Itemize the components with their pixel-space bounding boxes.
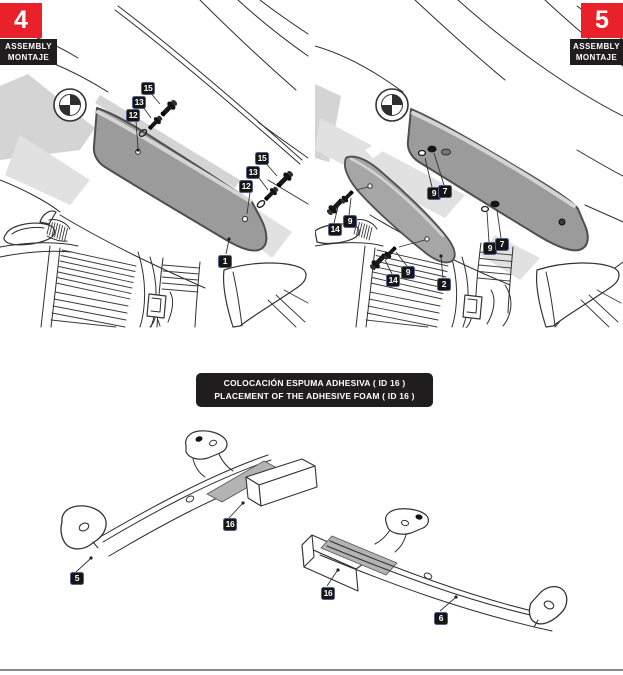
brand-roundel-icon — [53, 88, 87, 122]
callout-13: 13 — [246, 166, 260, 179]
mirror-drawing — [315, 219, 384, 247]
foam-section-banner: COLOCACIÓN ESPUMA ADHESIVA ( ID 16 ) PLA… — [196, 373, 433, 407]
callout-9: 9 — [343, 215, 357, 228]
leader-lines — [333, 152, 502, 279]
screen-trim-line — [114, 5, 303, 165]
assembly-label: ASSEMBLY MONTAJE — [0, 39, 57, 65]
callout-13: 13 — [132, 96, 146, 109]
step-number-badge: 5 — [581, 3, 623, 38]
banner-line-es: COLOCACIÓN ESPUMA ADHESIVA ( ID 16 ) — [223, 378, 406, 388]
deflector-part — [92, 107, 268, 252]
fender-drawing — [222, 262, 309, 328]
callout-7: 7 — [438, 185, 452, 198]
foam-strip — [320, 535, 398, 576]
fork-drawing — [146, 257, 201, 328]
brand-roundel-icon — [375, 88, 409, 122]
leader-lines — [135, 89, 278, 255]
callout-15: 15 — [255, 152, 269, 165]
callout-1: 1 — [218, 255, 232, 268]
foam-block-drawing — [245, 458, 318, 507]
assembly-label: ASSEMBLY MONTAJE — [570, 39, 623, 65]
callout-16: 16 — [223, 518, 237, 531]
callout-15: 15 — [141, 82, 155, 95]
callout-2: 2 — [437, 278, 451, 291]
assembly-label-en: ASSEMBLY — [5, 42, 52, 51]
bracket-left-drawing — [60, 430, 318, 573]
callout-5: 5 — [70, 572, 84, 585]
step-number-badge: 4 — [0, 3, 42, 38]
panel-step-4: 4 ASSEMBLY MONTAJE 15 13 12 15 13 12 1 — [0, 0, 310, 328]
grille-drawing — [40, 245, 157, 328]
panel-step-5: 5 ASSEMBLY MONTAJE 9 7 9 7 14 9 14 9 2 — [315, 0, 623, 328]
callout-12: 12 — [126, 109, 140, 122]
callout-12: 12 — [239, 180, 253, 193]
callout-16: 16 — [321, 587, 335, 600]
assembly-label-en: ASSEMBLY — [573, 42, 620, 51]
bracket-right-drawing — [301, 508, 568, 632]
callout-14: 14 — [386, 274, 400, 287]
screw-icon — [324, 188, 356, 218]
side-deflector-part — [344, 155, 456, 264]
assembly-label-es: MONTAJE — [7, 53, 50, 62]
foam-placement-illustration — [60, 430, 568, 632]
step-4-illustration — [0, 0, 309, 328]
mirror-drawing — [3, 210, 71, 246]
assembly-label-es: MONTAJE — [575, 53, 618, 62]
callout-14: 14 — [328, 223, 342, 236]
fender-drawing — [535, 262, 622, 328]
callout-7: 7 — [495, 238, 509, 251]
deflector-part — [406, 108, 589, 252]
callout-6: 6 — [434, 612, 448, 625]
banner-line-en: PLACEMENT OF THE ADHESIVE FOAM ( ID 16 ) — [214, 391, 415, 401]
callout-9: 9 — [401, 266, 415, 279]
page-footer-divider — [0, 669, 623, 671]
